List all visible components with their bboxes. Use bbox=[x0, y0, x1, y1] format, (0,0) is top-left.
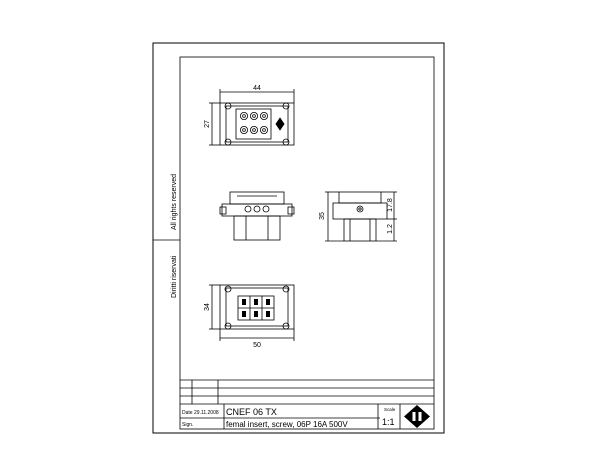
dim-top-width: 44 bbox=[253, 85, 261, 92]
top-view bbox=[209, 89, 295, 146]
title-block bbox=[180, 379, 434, 429]
diritti-text: Diritti riservati bbox=[171, 255, 178, 298]
outer-frame bbox=[152, 42, 445, 434]
dim-front-height: 35 bbox=[319, 212, 326, 220]
ilme-logo-icon bbox=[404, 405, 430, 428]
dim-bottom-width: 50 bbox=[253, 342, 261, 349]
drawing-code: CNEF 06 TX bbox=[226, 407, 277, 417]
front-view bbox=[219, 191, 295, 241]
all-rights-text: All rights reserved bbox=[171, 174, 178, 230]
sign-label: Sign. bbox=[182, 422, 193, 428]
date-label: Date bbox=[182, 410, 193, 416]
scale-value: 1:1 bbox=[382, 417, 395, 427]
inner-frame bbox=[179, 56, 435, 430]
scale-label: Scale bbox=[384, 407, 396, 412]
dim-side-lower: 1.2 bbox=[387, 224, 394, 234]
drawing-description: femal insert, screw, 06P 16A 500V bbox=[226, 420, 348, 429]
dim-bottom-height: 34 bbox=[204, 303, 211, 311]
side-view bbox=[325, 191, 397, 242]
date-value: 29.11.2008 bbox=[194, 410, 219, 416]
dim-top-height: 27 bbox=[204, 120, 211, 128]
dim-side-upper: 17.8 bbox=[387, 198, 394, 212]
bottom-view bbox=[209, 284, 295, 341]
bottom-contacts bbox=[242, 299, 270, 317]
